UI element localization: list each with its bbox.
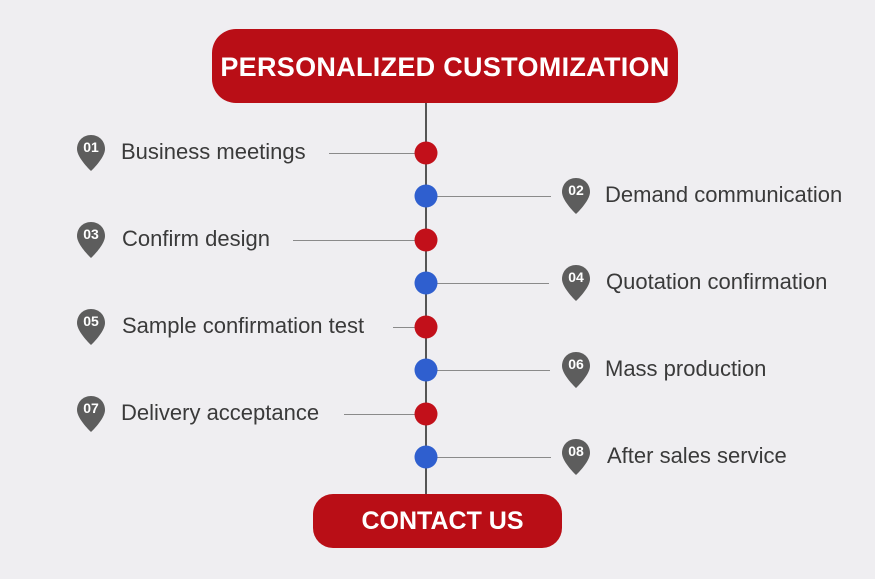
step-number: 08 [568, 443, 584, 459]
step-number: 02 [568, 182, 584, 198]
step-dot-07 [414, 402, 438, 426]
step-dot-08 [414, 445, 438, 469]
step-connector-05 [393, 327, 426, 328]
map-pin-icon: 06 [561, 351, 591, 389]
timeline-line [425, 103, 427, 495]
step-label-08: After sales service [607, 443, 787, 468]
step-label-01: Business meetings [121, 139, 306, 164]
map-pin-icon: 01 [76, 134, 106, 172]
map-pin-icon: 04 [561, 264, 591, 302]
map-pin-icon: 08 [561, 438, 591, 476]
step-label-03: Confirm design [122, 226, 270, 251]
step-dot-05 [414, 315, 438, 339]
contact-us-label: CONTACT US [361, 506, 524, 535]
step-label-02: Demand communication [605, 182, 843, 207]
step-dot-03 [414, 228, 438, 252]
step-label-07: Delivery acceptance [121, 400, 320, 425]
step-label-05: Sample confirmation test [122, 313, 365, 338]
step-connector-03 [293, 240, 426, 241]
step-connector-06 [426, 370, 550, 371]
step-number: 07 [83, 400, 99, 416]
step-number: 03 [83, 226, 99, 242]
step-connector-07 [344, 414, 426, 415]
step-dot-02 [414, 184, 438, 208]
map-pin-icon: 05 [76, 308, 106, 346]
step-number: 01 [83, 139, 99, 155]
step-dot-01 [414, 141, 438, 165]
map-pin-icon: 02 [561, 177, 591, 215]
step-number: 04 [568, 269, 584, 285]
step-dot-04 [414, 271, 438, 295]
map-pin-icon: 07 [76, 395, 106, 433]
step-connector-02 [426, 196, 551, 197]
title-text: PERSONALIZED CUSTOMIZATION [220, 51, 670, 82]
map-pin-icon: 03 [76, 221, 106, 259]
step-number: 05 [83, 313, 99, 329]
step-number: 06 [568, 356, 584, 372]
step-connector-01 [329, 153, 426, 154]
step-label-06: Mass production [605, 356, 767, 381]
step-connector-04 [426, 283, 549, 284]
step-dot-06 [414, 358, 438, 382]
step-label-04: Quotation confirmation [606, 269, 828, 294]
page-title: PERSONALIZED CUSTOMIZATION [212, 29, 678, 103]
contact-us-button[interactable]: CONTACT US [313, 494, 562, 548]
step-connector-08 [426, 457, 551, 458]
